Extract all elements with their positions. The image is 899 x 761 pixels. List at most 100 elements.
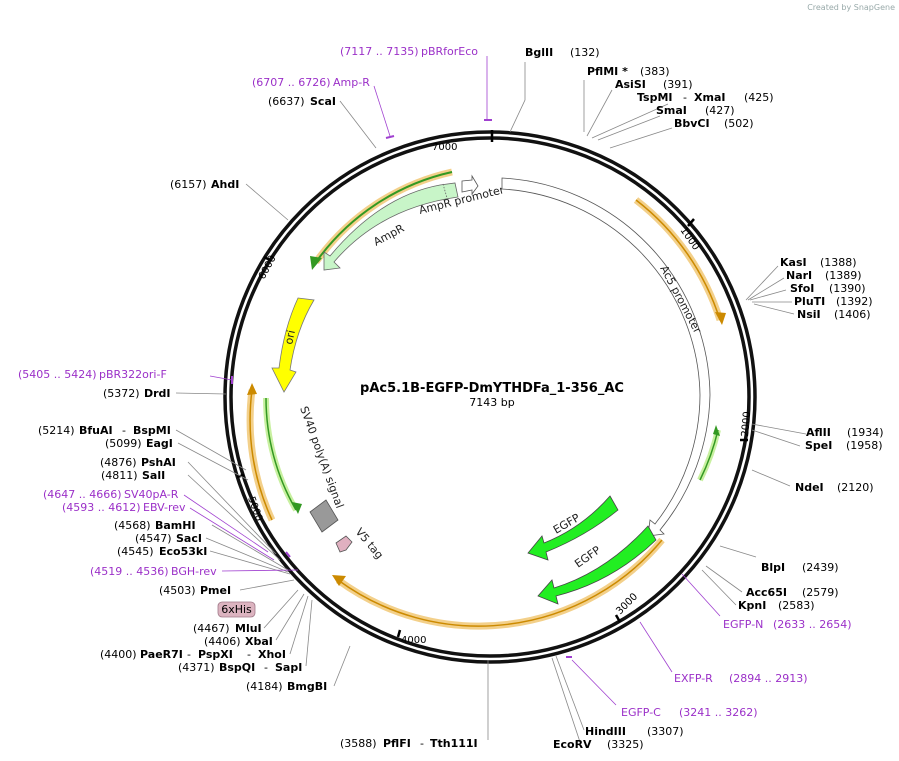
svg-text:(4467): (4467)	[193, 622, 230, 635]
v5-tag-feature	[335, 535, 353, 553]
svg-text:(502): (502)	[724, 117, 754, 130]
site-ahdi: (6157) AhdI	[170, 178, 239, 191]
svg-text:SfoI: SfoI	[790, 282, 814, 295]
svg-text:(383): (383)	[640, 65, 670, 78]
svg-text:(3241 .. 3262): (3241 .. 3262)	[679, 706, 758, 719]
svg-text:SacI: SacI	[176, 532, 202, 545]
svg-text:(425): (425)	[744, 91, 774, 104]
svg-text:PshAI: PshAI	[141, 456, 176, 469]
ori-feature	[271, 297, 315, 393]
svg-text:(2894 .. 2913): (2894 .. 2913)	[729, 672, 808, 685]
svg-text:EGFP-N: EGFP-N	[723, 618, 763, 631]
svg-text:(1389): (1389)	[825, 269, 862, 282]
ampr-orf-line	[315, 171, 453, 263]
svg-text:DrdI: DrdI	[144, 387, 171, 400]
svg-text:-: -	[247, 648, 251, 661]
svg-text:XbaI: XbaI	[245, 635, 273, 648]
svg-text:EXFP-R: EXFP-R	[674, 672, 713, 685]
svg-text:SalI: SalI	[142, 469, 165, 482]
site-asisi: AsiSI (391)	[615, 78, 693, 91]
svg-text:(6707 .. 6726): (6707 .. 6726)	[252, 76, 331, 89]
svg-text:Eco53kI: Eco53kI	[159, 545, 207, 558]
tick-label-2000: 2000	[740, 411, 753, 437]
svg-text:PmeI: PmeI	[200, 584, 231, 597]
svg-text:(7117 .. 7135): (7117 .. 7135)	[340, 45, 419, 58]
svg-text:(2633 .. 2654): (2633 .. 2654)	[773, 618, 852, 631]
svg-text:-: -	[122, 424, 126, 437]
svg-text:ScaI: ScaI	[310, 95, 336, 108]
svg-text:(391): (391)	[663, 78, 693, 91]
site-pshai: (4876) PshAI	[100, 456, 176, 469]
svg-text:MluI: MluI	[235, 622, 262, 635]
svg-text:(4876): (4876)	[100, 456, 137, 469]
site-smai: SmaI (427)	[656, 104, 735, 117]
v5-tag-label: V5 tag	[353, 526, 386, 562]
svg-text:NarI: NarI	[786, 269, 812, 282]
his-tag-label: 6xHis	[221, 603, 252, 616]
svg-text:SpeI: SpeI	[805, 439, 832, 452]
svg-text:BlpI: BlpI	[761, 561, 785, 574]
primer-egfp-c: EGFP-C (3241 .. 3262)	[621, 706, 758, 719]
svg-text:PflMI *: PflMI *	[587, 65, 628, 78]
tick-marks	[236, 218, 748, 638]
svg-text:-: -	[420, 737, 424, 750]
site-eagi: (5099) EagI	[105, 437, 173, 450]
site-bbvci: BbvCI (502)	[674, 117, 754, 130]
svg-text:KasI: KasI	[780, 256, 807, 269]
svg-text:SmaI: SmaI	[656, 104, 687, 117]
site-kpni: KpnI (2583)	[738, 599, 815, 612]
svg-text:SapI: SapI	[275, 661, 302, 674]
svg-text:(6157): (6157)	[170, 178, 207, 191]
tick-label-3000: 3000	[614, 591, 640, 617]
svg-text:(2439): (2439)	[802, 561, 839, 574]
svg-text:(4593 .. 4612): (4593 .. 4612)	[62, 501, 141, 514]
site-bglii: BglII (132)	[525, 46, 600, 59]
site-pflmi: PflMI * (383)	[587, 65, 670, 78]
svg-text:BspQI: BspQI	[219, 661, 255, 674]
primer-amp-r: (6707 .. 6726) Amp-R	[252, 76, 370, 89]
svg-text:BglII: BglII	[525, 46, 553, 59]
ampr-orf-arrowhead	[310, 256, 322, 270]
svg-text:(3588): (3588)	[340, 737, 377, 750]
svg-text:SV40pA-R: SV40pA-R	[124, 488, 179, 501]
svg-text:(4519 .. 4536): (4519 .. 4536)	[90, 565, 169, 578]
svg-text:(6637): (6637)	[268, 95, 305, 108]
svg-text:KpnI: KpnI	[738, 599, 766, 612]
svg-text:(5372): (5372)	[103, 387, 140, 400]
svg-text:-: -	[683, 91, 687, 104]
svg-text:-: -	[187, 648, 191, 661]
svg-text:BspMI: BspMI	[133, 424, 171, 437]
svg-text:(4184): (4184)	[246, 680, 283, 693]
svg-text:(5214): (5214)	[38, 424, 75, 437]
primer-pbrforeco: (7117 .. 7135) pBRforEco	[340, 45, 478, 58]
svg-text:BmgBI: BmgBI	[287, 680, 327, 693]
egfp-feature-2	[537, 525, 657, 605]
ori-label: ori	[282, 329, 298, 346]
primer-exfp-r: EXFP-R (2894 .. 2913)	[674, 672, 808, 685]
site-xbai: (4406) XbaI	[204, 635, 273, 648]
svg-text:pBRforEco: pBRforEco	[421, 45, 478, 58]
site-nari: NarI (1389)	[786, 269, 862, 282]
svg-text:(3307): (3307)	[647, 725, 684, 738]
sv40-orf-line	[265, 397, 297, 511]
site-bamhi: (4568) BamHI	[114, 519, 196, 532]
svg-text:(1388): (1388)	[820, 256, 857, 269]
site-nsii: NsiI (1406)	[797, 308, 871, 321]
site-leader-lines	[175, 62, 807, 743]
svg-text:(4568): (4568)	[114, 519, 151, 532]
site-scai: (6637) ScaI	[268, 95, 336, 108]
svg-text:(1392): (1392)	[836, 295, 873, 308]
svg-text:(427): (427)	[705, 104, 735, 117]
site-spei: SpeI (1958)	[805, 439, 883, 452]
site-tspmi-xmai: TspMI - XmaI (425)	[637, 91, 774, 104]
egfp-feature-1	[527, 495, 619, 561]
svg-text:(5099): (5099)	[105, 437, 142, 450]
svg-text:EGFP-C: EGFP-C	[621, 706, 661, 719]
site-hindiii: HindIII (3307)	[585, 725, 684, 738]
primer-ebv-rev: (4593 .. 4612) EBV-rev	[62, 501, 186, 514]
svg-text:Tth111I: Tth111I	[430, 737, 478, 750]
svg-text:(1934): (1934)	[847, 426, 884, 439]
site-bfuai-bspmi: (5214) BfuAI - BspMI	[38, 424, 171, 437]
primer-leader-lines	[183, 56, 721, 706]
svg-text:(2583): (2583)	[778, 599, 815, 612]
